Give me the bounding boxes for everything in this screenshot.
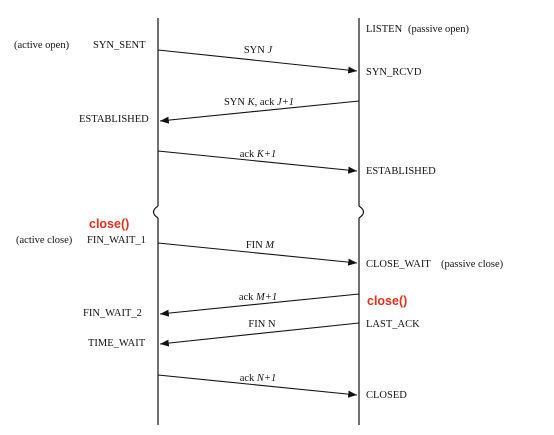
- state-fin-wait-1: FIN_WAIT_1: [87, 235, 146, 246]
- passive-open-label: (passive open): [408, 24, 469, 35]
- state-close-wait: CLOSE_WAIT: [366, 259, 431, 270]
- syn-arrow: [157, 49, 358, 74]
- active-open-label: (active open): [14, 40, 70, 51]
- ack-n-arrow: [157, 374, 358, 398]
- client-timeline: [152, 18, 159, 425]
- msg-fin-m: FIN M: [246, 240, 276, 251]
- state-time-wait: TIME_WAIT: [88, 338, 146, 349]
- msg-ack-k1: ack K+1: [240, 149, 277, 160]
- state-last-ack: LAST_ACK: [366, 319, 420, 330]
- msg-syn-j: SYN J: [244, 45, 274, 56]
- state-closed: CLOSED: [366, 390, 407, 401]
- state-listen: LISTEN: [366, 24, 403, 35]
- state-established-client: ESTABLISHED: [79, 114, 149, 125]
- state-fin-wait-2: FIN_WAIT_2: [83, 308, 142, 319]
- state-syn-rcvd: SYN_RCVD: [366, 67, 422, 78]
- passive-close-label: (passive close): [441, 259, 504, 270]
- server-close-call: close(): [367, 294, 407, 308]
- msg-ack-n1: ack N+1: [240, 373, 277, 384]
- syn-ack-arrow: [159, 100, 360, 124]
- state-established-server: ESTABLISHED: [366, 166, 436, 177]
- msg-fin-n: FIN N: [248, 319, 276, 330]
- ack-m-arrow: [159, 293, 360, 317]
- fin-m-arrow: [157, 242, 358, 266]
- server-timeline: [358, 18, 365, 425]
- msg-syn-k-ack: SYN K, ack J+1: [224, 97, 294, 108]
- client-close-call: close(): [89, 217, 129, 231]
- active-close-label: (active close): [16, 235, 73, 246]
- state-syn-sent: SYN_SENT: [93, 40, 146, 51]
- msg-ack-m1: ack M+1: [239, 292, 277, 303]
- fin-n-arrow: [159, 322, 360, 347]
- ack-arrow: [157, 150, 358, 174]
